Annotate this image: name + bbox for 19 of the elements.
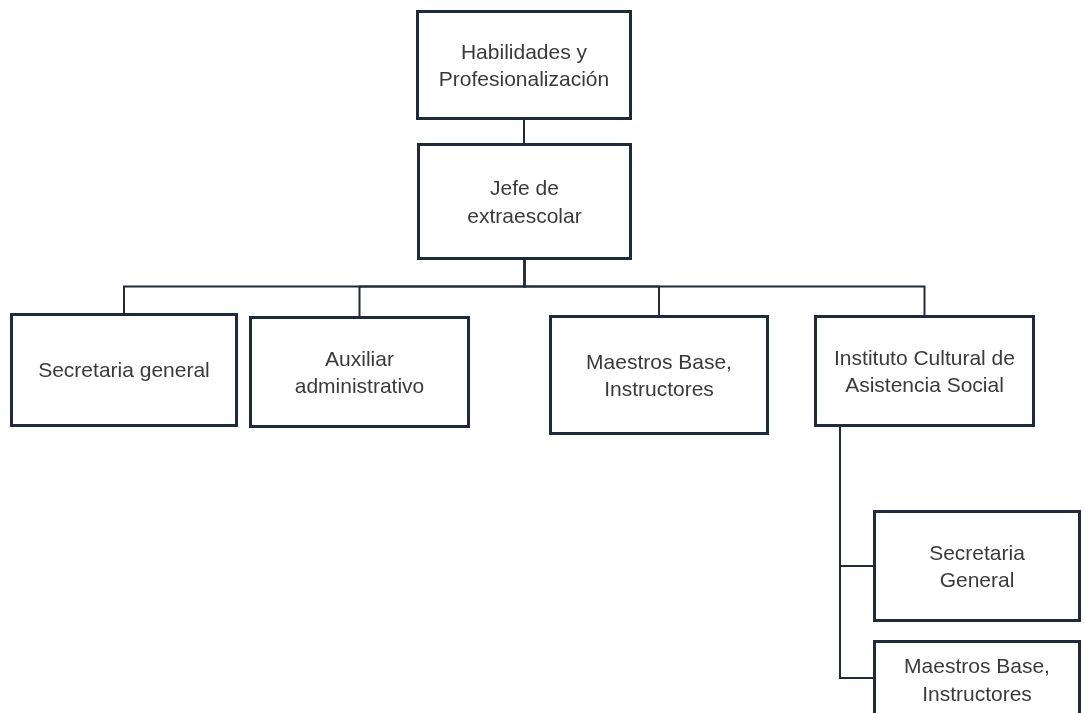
connector-line: [523, 259, 926, 316]
org-box: [814, 315, 1035, 427]
box-label: Jefe de extraescolar: [466, 175, 583, 229]
box-label: Maestros Base, Instructores: [585, 348, 733, 402]
box-label: Secretaria general: [37, 357, 211, 384]
box-label: Auxiliar administrativo: [293, 345, 426, 399]
org-box: [417, 143, 632, 260]
org-box: [549, 315, 769, 435]
org-box: [873, 510, 1081, 622]
box-label: Habilidades y Profesionalización: [437, 38, 611, 92]
connector-line: [839, 426, 874, 679]
connector-line: [523, 119, 525, 144]
org-box: [873, 640, 1081, 713]
box-label: Instituto Cultural de Asistencia Social: [833, 344, 1016, 398]
org-box: [10, 313, 238, 427]
org-box: [416, 10, 632, 120]
org-box: [249, 316, 470, 428]
box-label: Maestros Base, Instructores: [903, 653, 1051, 707]
box-label: Secretaria General: [928, 539, 1026, 593]
